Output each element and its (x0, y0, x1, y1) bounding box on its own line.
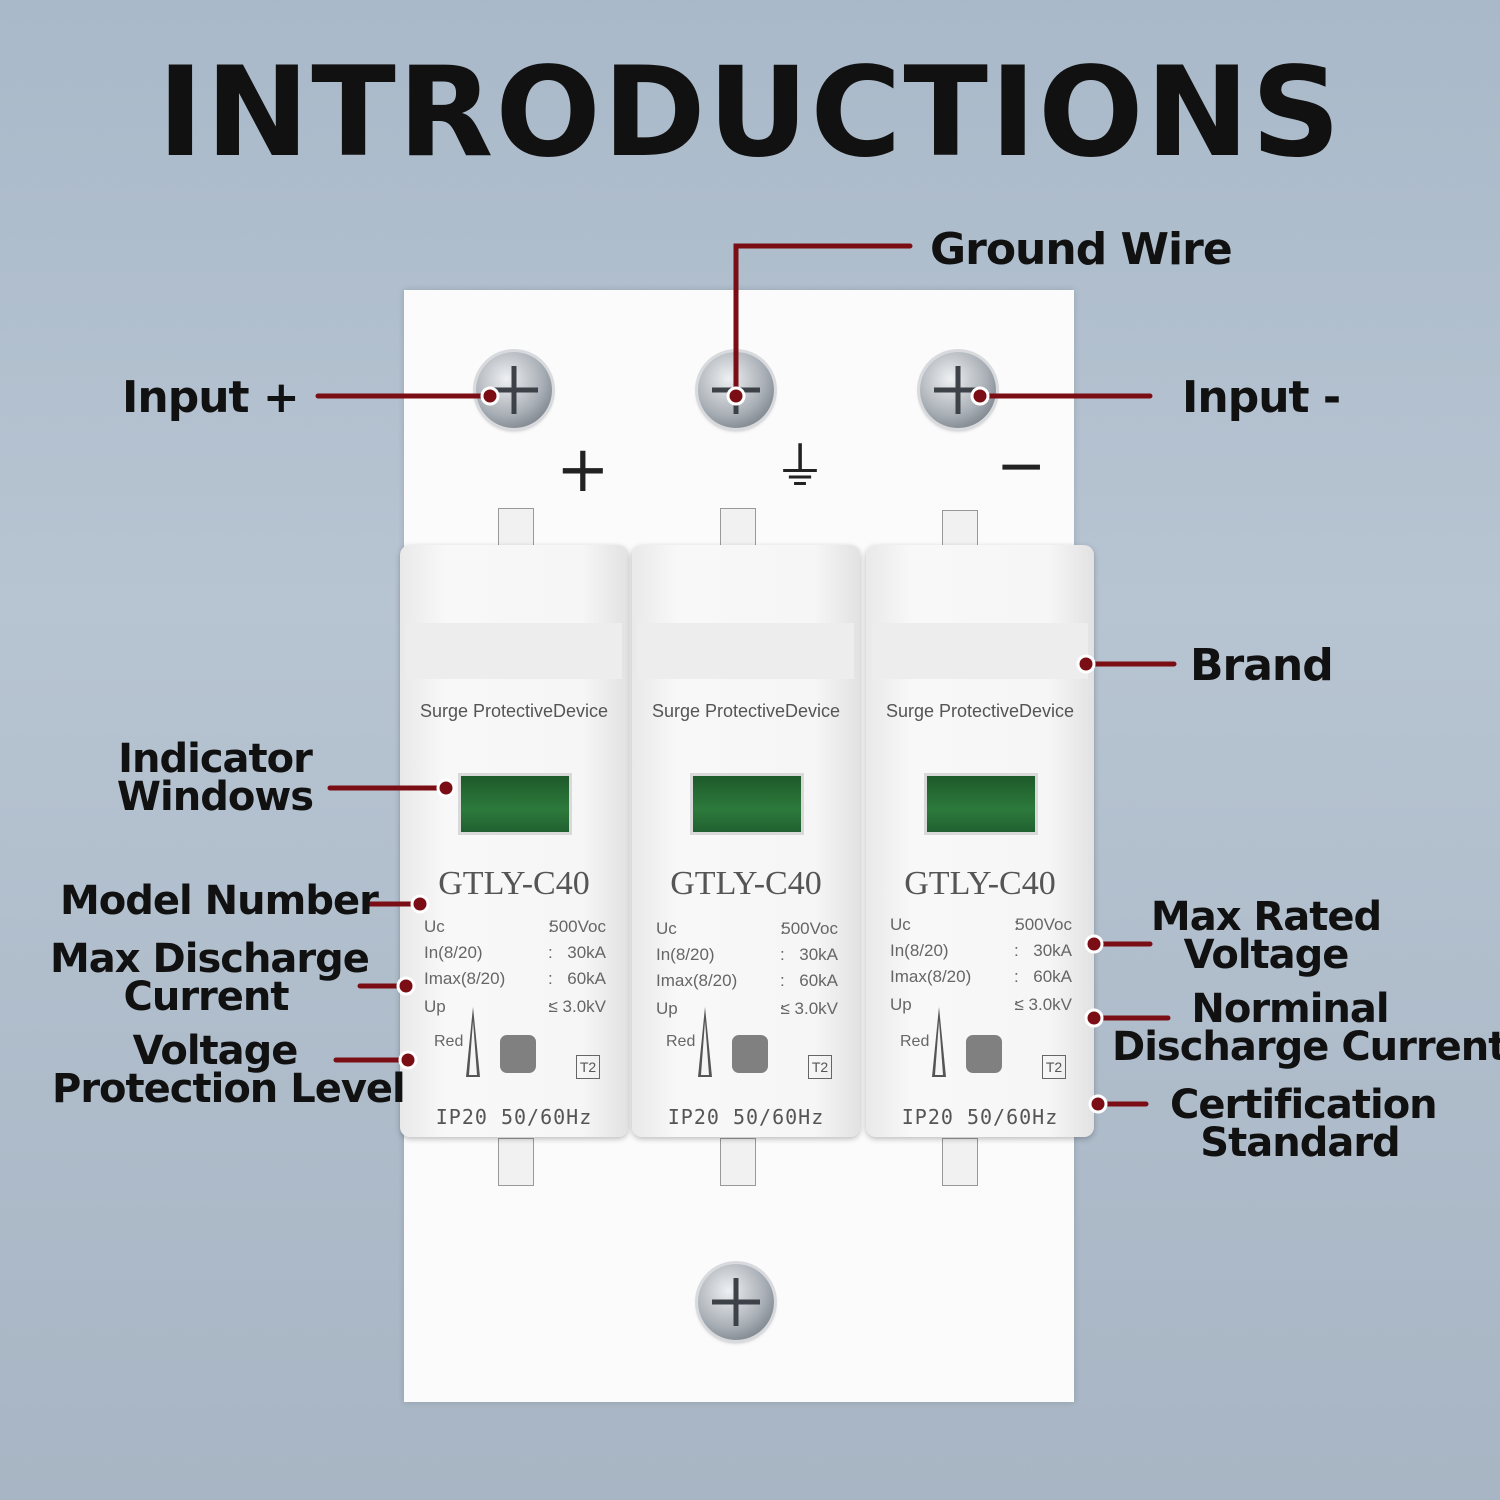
indicator-window (924, 773, 1038, 835)
indicator-window (458, 773, 572, 835)
label-ground-wire: Ground Wire (930, 224, 1233, 275)
terminal-clip (720, 508, 756, 550)
screw-icon-mount (698, 1264, 774, 1340)
callout-dot (398, 1050, 418, 1070)
terminal-clip (942, 510, 978, 550)
label-input-plus: Input + (122, 372, 300, 423)
callout-dot (1084, 1008, 1104, 1028)
status-pill-icon (966, 1035, 1002, 1073)
device-name: Surge ProtectiveDevice (419, 701, 609, 721)
class-badge: T2 (576, 1055, 600, 1079)
callout-ground-wire (733, 243, 913, 399)
spd-module-3: Surge ProtectiveDevice GTLY-C40 Uc:500Vo… (866, 545, 1094, 1137)
status-pill-icon (732, 1035, 768, 1073)
module-band (872, 623, 1088, 679)
device-name: Surge ProtectiveDevice (885, 701, 1075, 721)
class-badge: T2 (808, 1055, 832, 1079)
model-number: GTLY-C40 (438, 865, 590, 902)
label-brand: Brand (1190, 640, 1334, 691)
class-badge: T2 (1042, 1055, 1066, 1079)
module-band (406, 623, 622, 679)
model-number: GTLY-C40 (904, 865, 1056, 902)
indicator-red-label: Red (900, 1033, 930, 1050)
rating-label: IP20 50/60Hz (667, 1105, 825, 1129)
terminal-clip (942, 1138, 978, 1186)
spd-module-2: Surge ProtectiveDevice GTLY-C40 Uc:500Vo… (632, 545, 860, 1137)
callout-dot (410, 894, 430, 914)
model-number: GTLY-C40 (670, 865, 822, 902)
plus-symbol: + (556, 433, 610, 507)
rating-label: IP20 50/60Hz (435, 1105, 593, 1129)
rating-label: IP20 50/60Hz (901, 1105, 1059, 1129)
indicator-red-label: Red (666, 1033, 696, 1050)
callout-dot (436, 778, 456, 798)
ground-symbol-icon: ⏚ (774, 438, 827, 498)
minus-symbol: − (996, 431, 1047, 501)
callout-dot (480, 386, 500, 406)
callout-dot (1084, 934, 1104, 954)
terminal-clip (498, 1138, 534, 1186)
status-pill-icon (500, 1035, 536, 1073)
callout-dot (1076, 654, 1096, 674)
indicator-red-label: Red (434, 1033, 464, 1050)
page-title: INTRODUCTIONS (157, 41, 1343, 185)
label-input-minus: Input - (1182, 372, 1341, 423)
device-name: Surge ProtectiveDevice (651, 701, 841, 721)
callout-dot (726, 386, 746, 406)
callout-dot (1088, 1094, 1108, 1114)
spd-module-1: Surge ProtectiveDevice GTLY-C40 Uc:500Vo… (400, 545, 628, 1137)
terminal-clip (720, 1138, 756, 1186)
callout-dot (396, 976, 416, 996)
label-model-number: Model Number (60, 878, 379, 924)
callout-dot (970, 386, 990, 406)
indicator-window (690, 773, 804, 835)
module-band (638, 623, 854, 679)
